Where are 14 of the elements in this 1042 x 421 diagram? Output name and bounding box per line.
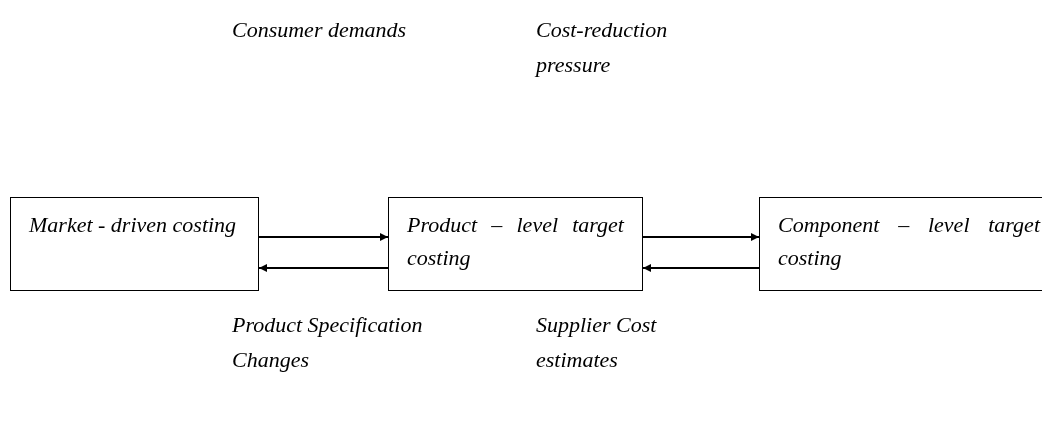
arrow	[642, 233, 760, 241]
box-label: Component – level target costing	[778, 211, 1040, 272]
box-label: Market - driven costing	[29, 211, 238, 239]
process-box	[388, 197, 643, 291]
note-text: Product Specification Changes	[232, 311, 424, 374]
arrow	[258, 264, 389, 272]
process-box	[759, 197, 1042, 291]
note-text: Supplier Cost estimates	[536, 311, 658, 374]
arrow	[258, 233, 389, 241]
note-text: Cost-reduction pressure	[536, 16, 669, 79]
process-box	[10, 197, 259, 291]
box-label: Product – level target costing	[407, 211, 624, 272]
note-text: Consumer demands	[232, 16, 408, 44]
arrow	[642, 264, 760, 272]
